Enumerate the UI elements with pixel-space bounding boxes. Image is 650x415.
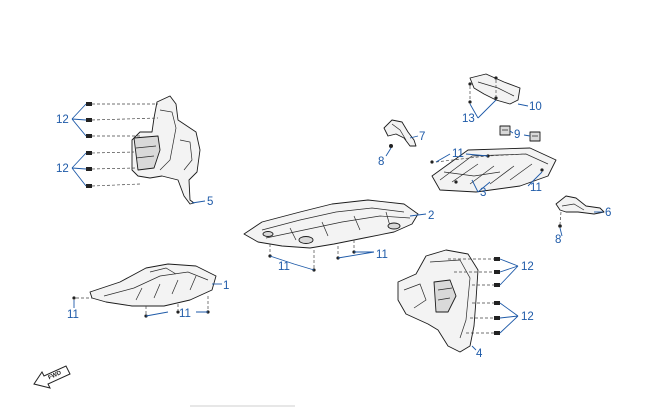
right-side-panel-part-4 [397,249,479,353]
callout-7: 7 [419,131,425,143]
center-floor-part-2 [243,199,419,249]
callout-12-upper-left: 12 [56,114,69,126]
callout-10: 10 [529,101,542,113]
cover-part-10 [468,73,521,105]
callout-6: 6 [605,207,611,219]
callout-12-lower-left: 12 [56,163,69,175]
callout-9: 9 [514,129,520,141]
callout-11-right: 11 [530,182,542,194]
callout-8-lower: 8 [555,234,561,246]
callout-13: 13 [462,113,475,125]
left-side-panel-part-5 [131,95,201,205]
bracket-part-7 [383,119,417,148]
callout-5: 5 [207,196,213,208]
callout-11-center-left: 11 [278,261,290,273]
callout-11-center-right: 11 [376,249,388,261]
fwd-arrow-icon: FWD [33,365,71,389]
fwd-label: FWD [48,370,64,381]
front-skid-plate-part-1 [89,263,217,307]
callout-3: 3 [480,187,486,199]
callout-1: 1 [223,280,229,292]
callout-8-upper: 8 [378,156,384,168]
callout-2: 2 [428,210,434,222]
callout-4: 4 [476,348,483,360]
callout-11-upper: 11 [452,148,464,160]
callout-12-upper-right: 12 [521,261,534,273]
callout-12-lower-right: 12 [521,311,534,323]
bracket-part-6 [555,195,605,228]
callout-11-front-right: 11 [179,308,191,320]
bolts-part-12-left [86,102,159,188]
clips-part-9 [499,125,541,142]
callout-11-front-left: 11 [67,309,79,321]
